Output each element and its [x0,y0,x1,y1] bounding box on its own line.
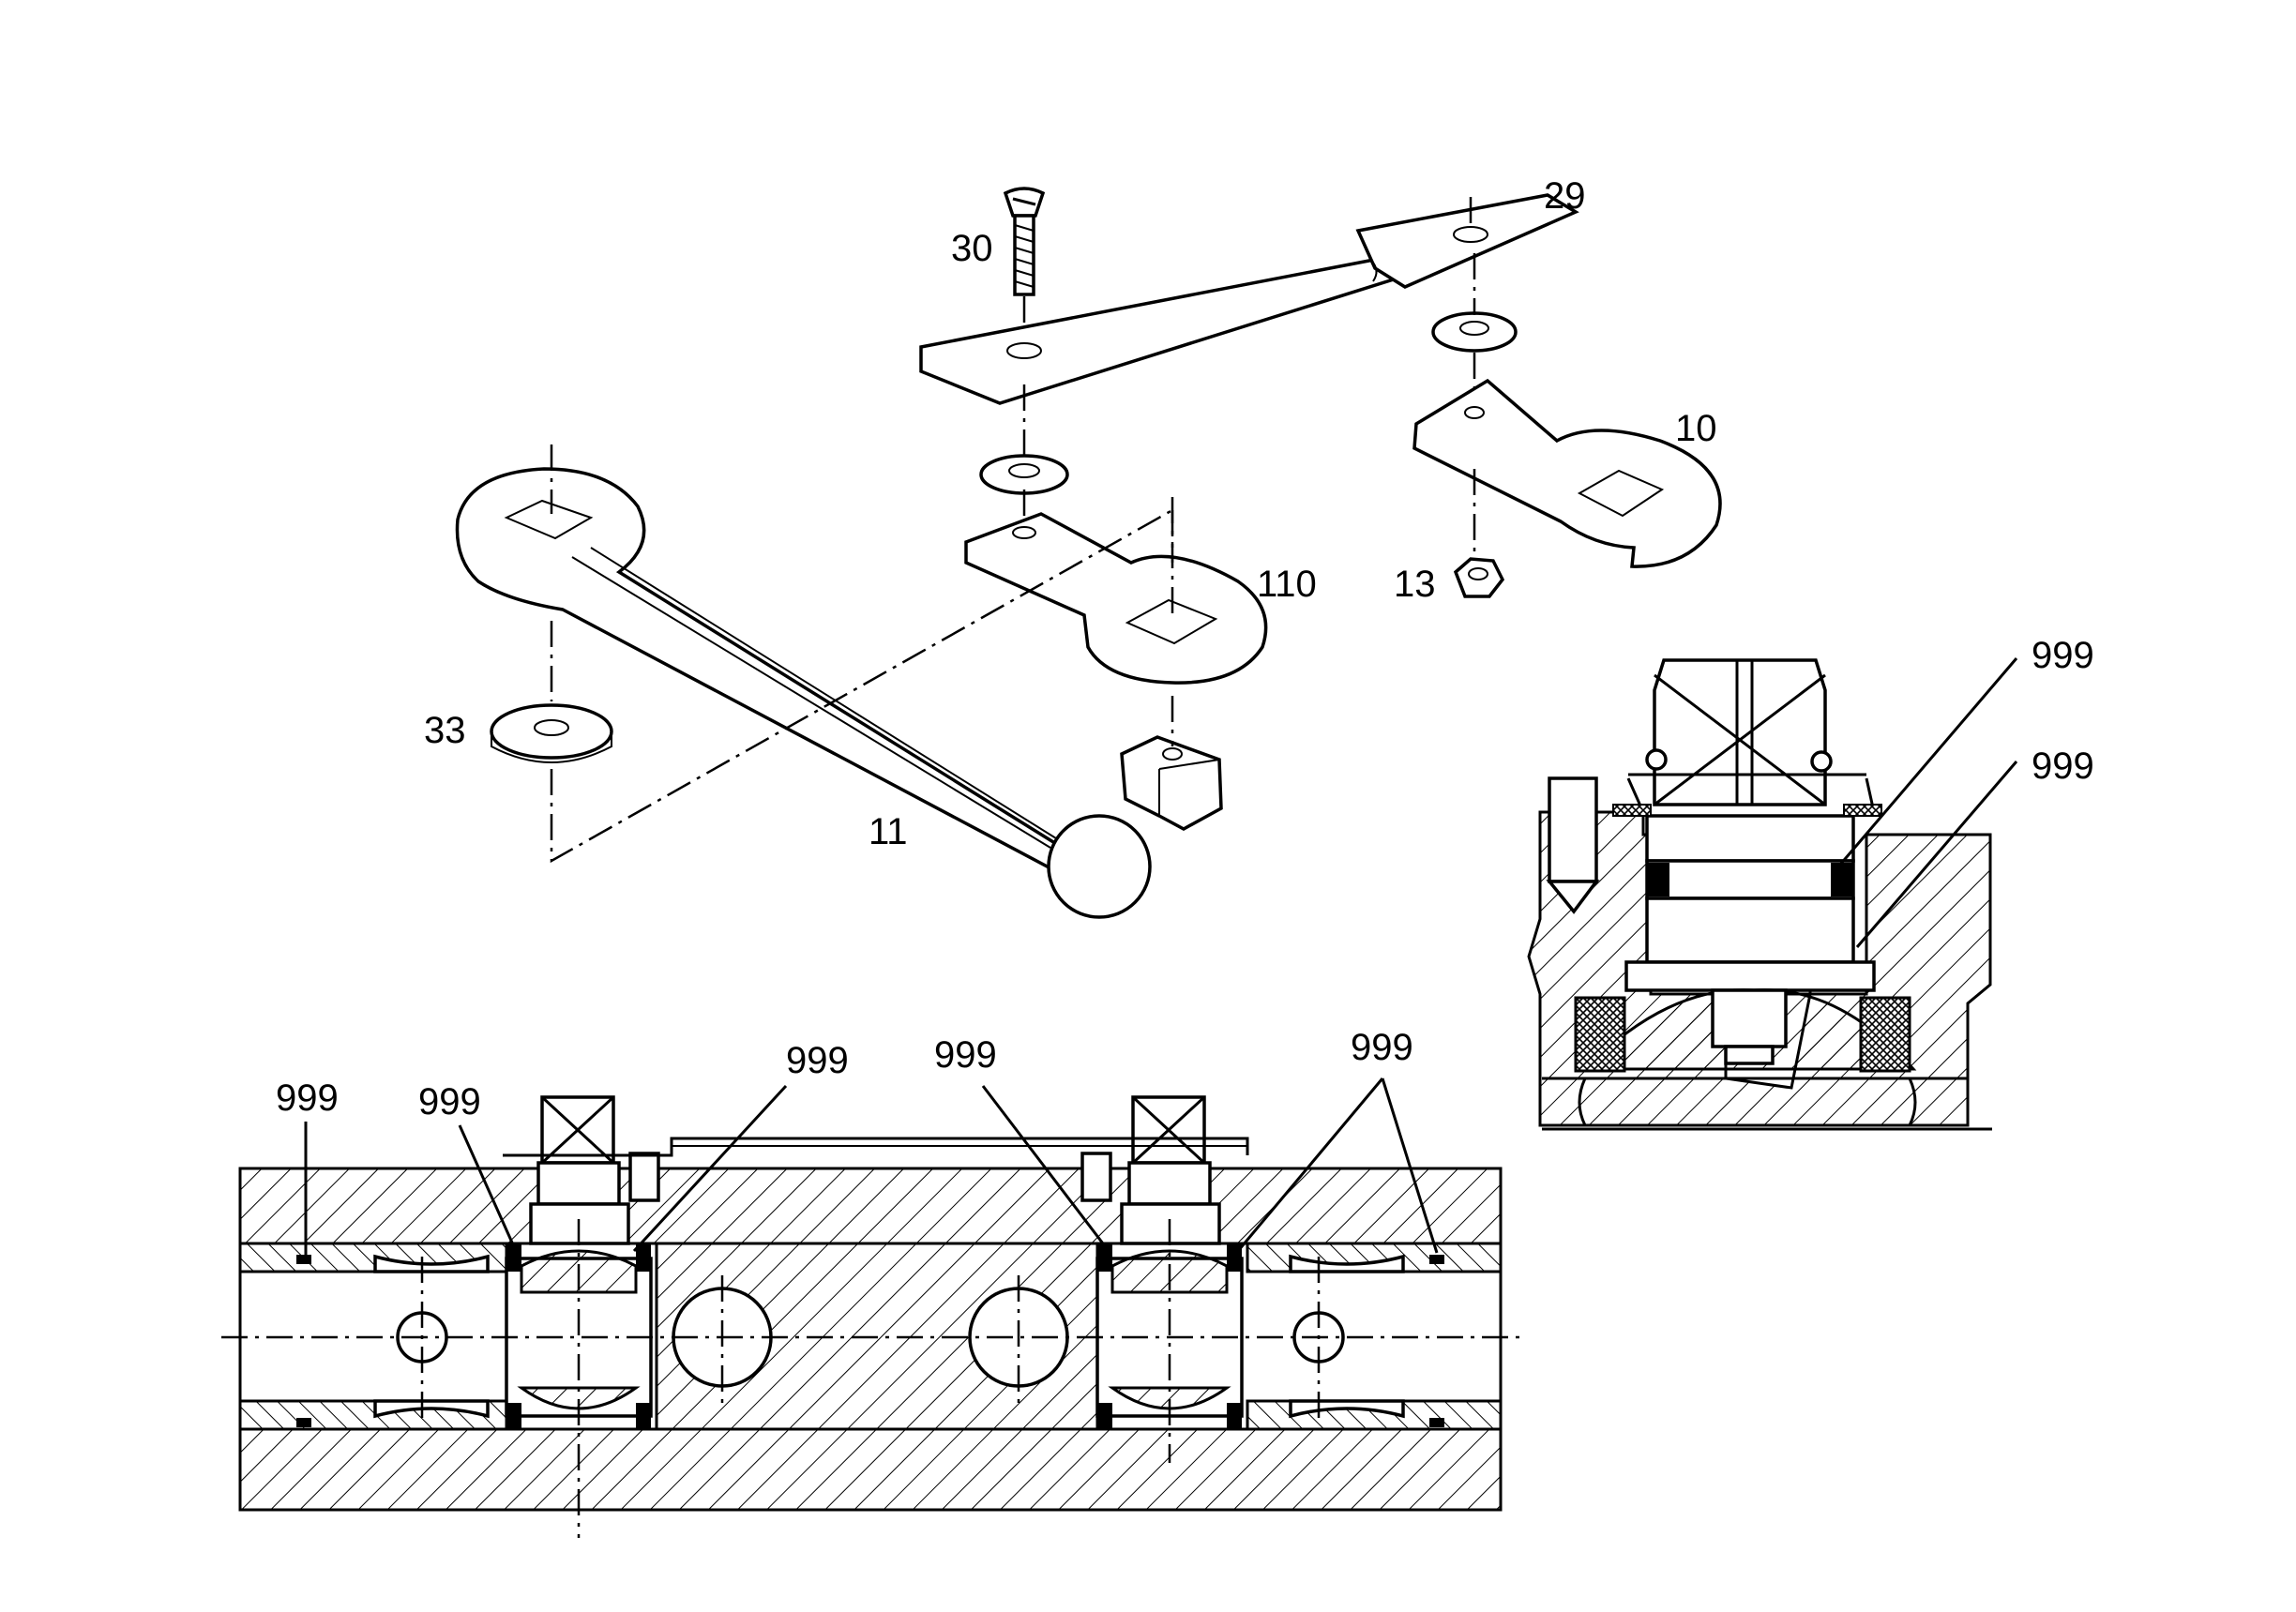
square-block-part [1120,696,1223,831]
label-seal-detail-1: 999 [2032,635,2094,676]
washer-upper-left [979,384,1069,521]
lever-arm-part [964,497,1268,685]
label-lever-arm: 110 [1257,564,1317,605]
label-washer: 33 [424,710,466,751]
screw-part [1003,187,1046,343]
label-strap: 29 [1544,175,1586,217]
label-seal-lower-5: 999 [1351,1027,1413,1068]
part-labels: 30 29 10 110 13 33 11 999 999 999 999 99… [276,175,2094,1122]
label-seal-lower-4: 999 [934,1034,997,1076]
label-seal-lower-2: 999 [418,1081,481,1122]
label-lever-short: 10 [1675,408,1717,449]
detail-section-view [1527,657,2018,1131]
washer-upper-right [1431,253,1518,403]
label-nut: 13 [1394,564,1436,605]
label-seal-lower-1: 999 [276,1077,339,1119]
lever-short-part [1412,378,1722,568]
handle-part [455,444,1152,919]
label-seal-detail-2: 999 [2032,746,2094,787]
label-handle: 11 [869,811,908,852]
washer-lower-left [490,621,613,763]
exploded-assembly [455,187,1722,919]
lower-cross-section [221,1077,1519,1538]
label-screw: 30 [951,228,993,269]
strap-part [919,193,1579,405]
alignment-lines [550,508,1174,864]
nut-part [1453,557,1505,598]
label-seal-lower-3: 999 [786,1040,849,1081]
